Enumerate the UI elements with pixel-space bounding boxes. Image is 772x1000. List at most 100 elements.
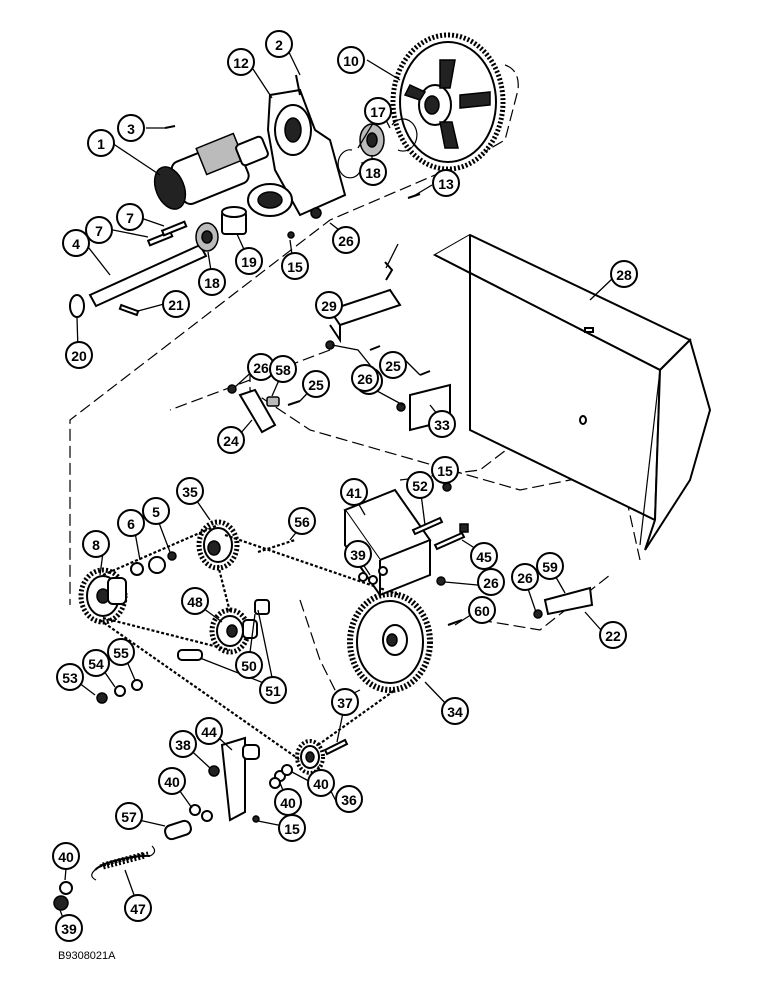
callout-4: 4 (62, 229, 90, 257)
callout-number: 55 (113, 645, 129, 661)
callout-58: 58 (269, 355, 297, 383)
callout-circle (265, 30, 293, 58)
callout-circle (468, 596, 496, 624)
callout-26: 26 (351, 364, 379, 392)
callout-47: 47 (124, 894, 152, 922)
callout-40: 40 (158, 767, 186, 795)
callout-number: 41 (346, 485, 362, 501)
callout-number: 21 (168, 297, 184, 313)
callout-circle (359, 158, 387, 186)
large-gear (390, 32, 506, 172)
callout-19: 19 (235, 247, 263, 275)
drive-chains (99, 523, 401, 761)
callout-number: 13 (438, 176, 454, 192)
callout-44: 44 (195, 717, 223, 745)
callout-circle (288, 507, 316, 535)
callout-number: 39 (61, 921, 77, 937)
callout-number: 18 (204, 275, 220, 291)
callout-circle (331, 688, 359, 716)
callout-circle (315, 291, 343, 319)
callout-circle (235, 247, 263, 275)
callout-15: 15 (278, 814, 306, 842)
callout-number: 2 (275, 37, 283, 53)
callout-circle (340, 478, 368, 506)
callout-54: 54 (82, 649, 110, 677)
callout-6: 6 (117, 509, 145, 537)
callout-number: 29 (321, 298, 337, 314)
callout-number: 44 (201, 724, 217, 740)
callout-number: 15 (287, 259, 303, 275)
callout-circle (428, 410, 456, 438)
callout-circle (441, 697, 469, 725)
callout-circle (52, 842, 80, 870)
callout-37: 37 (331, 688, 359, 716)
callout-number: 37 (337, 695, 353, 711)
callout-circle (162, 290, 190, 318)
callout-circle (217, 426, 245, 454)
callout-number: 52 (412, 478, 428, 494)
callout-number: 56 (294, 514, 310, 530)
callout-number: 57 (121, 809, 137, 825)
callout-circle (274, 788, 302, 816)
callout-circle (610, 260, 638, 288)
sprocket-35 (347, 591, 433, 693)
callout-number: 12 (233, 55, 249, 71)
callout-circle (195, 717, 223, 745)
callout-circle (198, 268, 226, 296)
callout-2: 2 (265, 30, 293, 58)
sprocket-37 (295, 739, 325, 775)
callout-33: 33 (428, 410, 456, 438)
callout-number: 25 (308, 377, 324, 393)
callout-circle (432, 169, 460, 197)
callout-38: 38 (169, 730, 197, 758)
tensioner-arm (220, 586, 594, 822)
callout-number: 35 (182, 484, 198, 500)
callout-circle (227, 48, 255, 76)
callout-circle (85, 216, 113, 244)
callout-26: 26 (332, 226, 360, 254)
callout-7: 7 (116, 203, 144, 231)
callout-number: 60 (474, 603, 490, 619)
callout-number: 4 (72, 236, 80, 252)
callout-circle (477, 568, 505, 596)
callout-20: 20 (65, 341, 93, 369)
callout-circle (259, 676, 287, 704)
callout-number: 26 (517, 570, 533, 586)
callout-number: 47 (130, 901, 146, 917)
callout-39: 39 (55, 914, 83, 942)
callout-24: 24 (217, 426, 245, 454)
callout-15: 15 (431, 456, 459, 484)
callout-number: 6 (127, 516, 135, 532)
callout-26: 26 (477, 568, 505, 596)
callout-circle (337, 46, 365, 74)
callout-circle (470, 542, 498, 570)
callout-circle (56, 663, 84, 691)
starter-motor (153, 132, 269, 210)
callout-circle (181, 587, 209, 615)
callout-8: 8 (82, 530, 110, 558)
callout-number: 22 (605, 628, 621, 644)
callout-51: 51 (259, 676, 287, 704)
callout-number: 39 (350, 547, 366, 563)
callout-circle (379, 351, 407, 379)
callout-number: 10 (343, 53, 359, 69)
callout-17: 17 (364, 97, 392, 125)
sprocket-36 (196, 519, 240, 571)
callout-36: 36 (335, 785, 363, 813)
callout-50: 50 (235, 651, 263, 679)
callout-18: 18 (198, 268, 226, 296)
callout-number: 18 (365, 165, 381, 181)
callout-circle (117, 114, 145, 142)
figure-id: B9308021A (58, 950, 116, 962)
callout-circle (307, 769, 335, 797)
callout-number: 59 (542, 559, 558, 575)
callout-circle (281, 252, 309, 280)
callout-circle (62, 229, 90, 257)
callout-circle (176, 477, 204, 505)
callout-41: 41 (340, 478, 368, 506)
callout-circle (107, 638, 135, 666)
callout-3: 3 (117, 114, 145, 142)
callout-56: 56 (288, 507, 316, 535)
callout-number: 34 (447, 704, 463, 720)
